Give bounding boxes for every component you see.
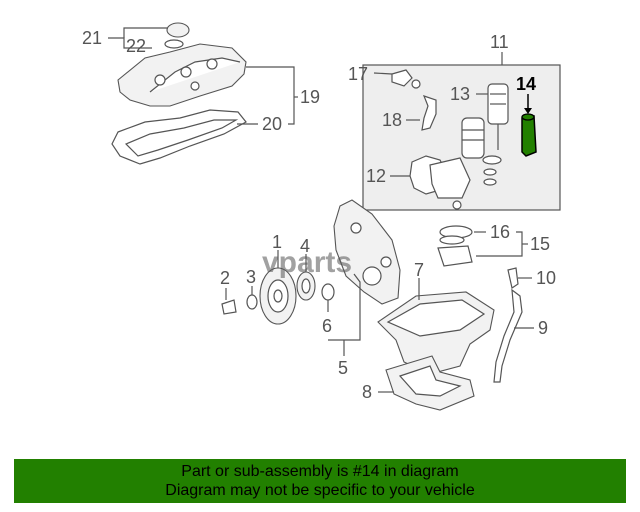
callout-13: 13	[450, 84, 470, 104]
dipstick-tube-9	[493, 288, 534, 383]
callout-12: 12	[366, 166, 386, 186]
oil-filter-element	[487, 83, 509, 150]
callout-22: 22	[126, 36, 146, 56]
part-14-highlighted	[521, 113, 537, 157]
dipstick-10	[507, 267, 532, 289]
valve-cover	[117, 43, 247, 107]
callout-9: 9	[538, 318, 548, 338]
callout-16: 16	[490, 222, 510, 242]
callout-18: 18	[382, 110, 402, 130]
callout-14: 14	[516, 74, 536, 94]
info-banner: Part or sub-assembly is #14 in diagram D…	[14, 459, 626, 503]
oil-filler-cap	[164, 22, 190, 49]
callout-leads-11-14	[390, 52, 532, 177]
sensor-17	[373, 69, 421, 89]
seal-6	[321, 283, 335, 301]
timing-cover	[333, 199, 401, 305]
hose-18	[406, 95, 437, 131]
washer-3	[246, 294, 258, 310]
seal-4	[296, 271, 316, 301]
callout-2: 2	[220, 268, 230, 288]
pulley-1	[259, 267, 297, 325]
banner-line-1: Part or sub-assembly is #14 in diagram	[181, 463, 459, 480]
callout-7: 7	[414, 260, 424, 280]
watermark-text: vparts	[262, 246, 352, 279]
bolt-2	[221, 288, 237, 315]
valve-cover-gasket	[111, 109, 247, 165]
oil-pan-lower-8	[378, 355, 475, 411]
callout-8: 8	[362, 382, 372, 402]
callout-5: 5	[338, 358, 348, 378]
callout-17: 17	[348, 64, 368, 84]
callout-20: 20	[262, 114, 282, 134]
callout-3: 3	[246, 267, 256, 287]
oil-pan-7	[377, 278, 495, 375]
callout-leads-1-6	[251, 250, 361, 356]
callout-10: 10	[536, 268, 556, 288]
callout-6: 6	[322, 316, 332, 336]
o-rings	[482, 155, 502, 186]
callout-11: 11	[490, 32, 509, 52]
banner-line-2: Diagram may not be specific to your vehi…	[165, 482, 475, 499]
callout-21: 21	[82, 28, 102, 48]
callout-group-19-22	[108, 27, 298, 125]
oil-cooler-15-16	[437, 225, 528, 267]
callout-15: 15	[530, 234, 550, 254]
callout-19: 19	[300, 87, 320, 107]
callout-1: 1	[272, 232, 282, 252]
callout-4: 4	[300, 236, 310, 256]
oil-filter-housing	[409, 117, 485, 210]
